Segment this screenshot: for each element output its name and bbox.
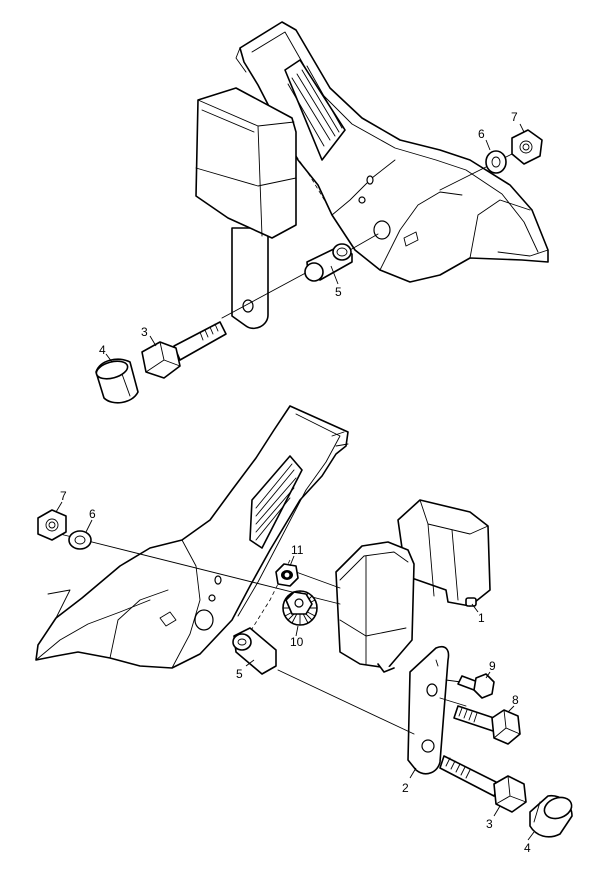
callout-5: 5: [236, 667, 243, 681]
top-callouts: 7 6 5 3 4: [99, 110, 525, 363]
callout-10: 10: [290, 635, 304, 649]
top-buckle-stalk: [231, 227, 269, 330]
top-washer: [485, 150, 507, 174]
plate-hole: [208, 594, 216, 602]
small-bolt: [457, 673, 495, 699]
callout-11: 11: [291, 543, 304, 557]
plate-hole: [214, 575, 222, 585]
top-cap: [95, 358, 139, 404]
top-assembly-axis: [349, 233, 379, 251]
bottom-bolt: [439, 755, 527, 813]
bottom-assembly-axis: [439, 697, 467, 707]
bottom-spacer: [232, 627, 277, 675]
small-nut: [275, 563, 299, 587]
plate-pivot-hole: [194, 609, 214, 631]
bottom-assembly-axis: [295, 571, 341, 589]
retractor: [335, 499, 491, 673]
bottom-cap: [529, 794, 573, 838]
callout-4: 4: [524, 841, 531, 855]
bottom-nut: [37, 509, 67, 541]
top-grille: [284, 59, 346, 161]
bottom-bracket-plate: [35, 405, 349, 669]
callout-7: 7: [60, 489, 67, 503]
plate-hole: [366, 175, 374, 185]
callout-1: 1: [478, 611, 485, 625]
callout-5: 5: [335, 285, 342, 299]
bolt-8: [453, 705, 521, 745]
callout-6: 6: [89, 507, 96, 521]
bottom-assembly-axis: [277, 669, 415, 735]
bottom-assembly: 7 6 11 10 1 5 9 8 2 3 4: [35, 405, 573, 855]
callout-3: 3: [141, 325, 148, 339]
top-spacer: [304, 243, 353, 282]
callout-6: 6: [478, 127, 485, 141]
top-assembly-axis: [439, 149, 521, 191]
top-assembly: 7 6 5 3 4: [95, 21, 549, 404]
bottom-washer: [68, 530, 92, 550]
serrated-flange-nut: [282, 590, 318, 626]
callout-8: 8: [512, 693, 519, 707]
bottom-callouts: 7 6 11 10 1 5 9 8 2 3 4: [55, 489, 535, 855]
bottom-grille: [249, 455, 303, 549]
top-buckle-head: [195, 87, 297, 239]
callout-7: 7: [511, 110, 518, 124]
top-bolt: [141, 321, 227, 379]
mounting-plate: [407, 645, 450, 775]
callout-9: 9: [489, 659, 496, 673]
callout-4: 4: [99, 343, 106, 357]
plate-pivot-hole: [373, 220, 391, 240]
callout-3: 3: [486, 817, 493, 831]
top-nut: [511, 129, 543, 165]
callout-2: 2: [402, 781, 409, 795]
plate-hole: [358, 196, 366, 204]
